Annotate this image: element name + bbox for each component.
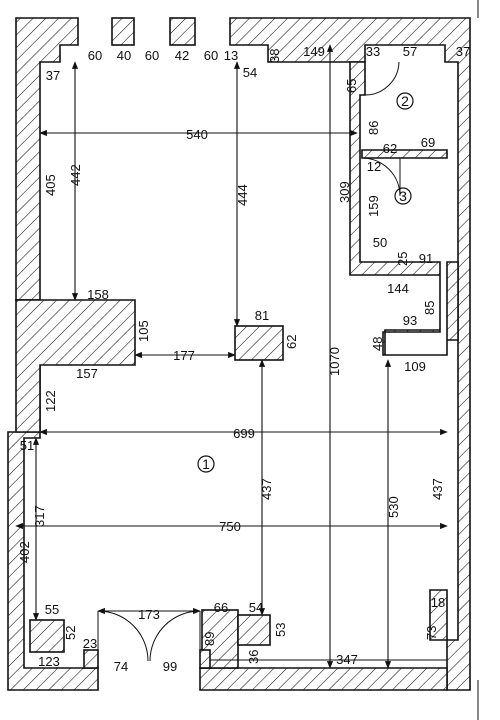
- dim-label: 444: [235, 184, 250, 206]
- dim-label: 81: [255, 308, 269, 323]
- dimension-labels: 60 40 60 42 60 13 38 149 33 57 37 37 54 …: [17, 44, 470, 674]
- dim-label: 437: [430, 478, 445, 500]
- room-number-2: 2: [401, 93, 409, 109]
- wall-bottom-box: [237, 614, 271, 646]
- dim-label: 55: [45, 602, 59, 617]
- dim-label: 18: [431, 595, 445, 610]
- dim-label: 99: [163, 659, 177, 674]
- dim-label: 173: [138, 607, 160, 622]
- wall-left-block: [15, 299, 136, 433]
- dim-label: 62: [383, 141, 397, 156]
- dim-label: 60: [145, 48, 159, 63]
- dim-label: 60: [204, 48, 218, 63]
- dim-label: 750: [219, 519, 241, 534]
- dim-label: 530: [386, 496, 401, 518]
- dim-label: 53: [273, 623, 288, 637]
- dim-label: 42: [175, 48, 189, 63]
- dim-label: 86: [366, 121, 381, 135]
- dim-label: 149: [303, 44, 325, 59]
- dim-label: 93: [403, 313, 417, 328]
- dim-label: 65: [344, 79, 359, 93]
- wall-bottom-right: [199, 667, 448, 691]
- dim-label: 122: [43, 390, 58, 412]
- room-number-1: 1: [202, 456, 210, 472]
- door-swing-bath-2: [364, 61, 400, 96]
- dimension-lines: [15, 44, 448, 669]
- wall-corner-small: [83, 649, 99, 669]
- dim-label: 85: [422, 301, 437, 315]
- dim-label: 52: [63, 626, 78, 640]
- dim-label: 347: [336, 652, 358, 667]
- dim-label: 62: [284, 335, 299, 349]
- dim-label: 40: [117, 48, 131, 63]
- wall-bathroom: [349, 61, 459, 356]
- dim-label: 402: [17, 541, 32, 563]
- dim-label: 12: [367, 159, 381, 174]
- dim-label: 317: [32, 505, 47, 527]
- dim-label: 105: [136, 320, 151, 342]
- wall-pier-2: [169, 17, 196, 46]
- dim-label: 437: [259, 478, 274, 500]
- room-labels: 2 3 1: [197, 92, 414, 473]
- wall-bath-divider: [361, 149, 448, 159]
- column: [234, 325, 284, 361]
- dim-label: 89: [202, 632, 217, 646]
- wall-right-niche: [429, 589, 448, 641]
- dim-label: 25: [395, 252, 410, 266]
- dim-label: 23: [83, 636, 97, 651]
- wall-top-right: [229, 17, 471, 691]
- dim-label: 48: [370, 337, 385, 351]
- wall-top-left: [15, 17, 79, 301]
- dim-label: 57: [403, 44, 417, 59]
- dim-label: 177: [173, 348, 195, 363]
- dim-label: 157: [76, 366, 98, 381]
- dim-label: 50: [373, 235, 387, 250]
- dim-label: 91: [419, 251, 433, 266]
- dim-label: 73: [424, 626, 439, 640]
- dim-label: 33: [366, 44, 380, 59]
- dim-label: 38: [267, 49, 282, 63]
- dim-label: 1070: [327, 347, 342, 376]
- wall-pier-1: [111, 17, 135, 46]
- wall-corner-small-2: [199, 649, 211, 669]
- doors: [97, 61, 401, 668]
- floor-box: [29, 619, 65, 653]
- dim-label: 699: [233, 426, 255, 441]
- dim-label: 60: [88, 48, 102, 63]
- dim-label: 37: [46, 68, 60, 83]
- dim-label: 109: [404, 359, 426, 374]
- walls: [7, 17, 471, 691]
- dim-label: 158: [87, 287, 109, 302]
- dim-label: 144: [387, 281, 409, 296]
- dim-label: 405: [43, 174, 58, 196]
- dim-label: 309: [337, 181, 352, 203]
- dim-label: 54: [249, 600, 263, 615]
- dim-label: 74: [114, 659, 128, 674]
- dim-label: 159: [366, 195, 381, 217]
- dim-label: 51: [20, 438, 34, 453]
- dim-label: 442: [68, 164, 83, 186]
- dim-label: 54: [243, 65, 257, 80]
- dim-label: 37: [456, 44, 470, 59]
- dim-label: 540: [186, 127, 208, 142]
- dim-label: 69: [421, 135, 435, 150]
- room-number-3: 3: [399, 188, 407, 204]
- dim-label: 123: [38, 654, 60, 669]
- dim-label: 36: [246, 650, 261, 664]
- dim-label: 66: [214, 600, 228, 615]
- dim-label: 13: [224, 48, 238, 63]
